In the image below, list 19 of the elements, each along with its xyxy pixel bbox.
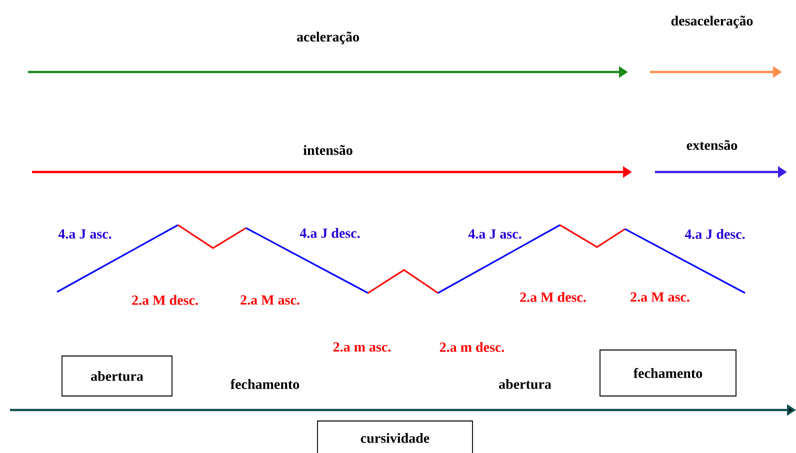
text-label: abertura xyxy=(499,379,552,389)
text-label: desaceleração xyxy=(671,16,753,28)
text-label: 2.a M desc. xyxy=(132,295,198,305)
text-label: 4.a J desc. xyxy=(300,228,360,238)
text-label: intensão xyxy=(303,145,352,155)
text-label: 4.a J asc. xyxy=(468,229,522,239)
text-label: fechamento xyxy=(230,379,300,389)
text-label: 2.a m desc. xyxy=(440,342,504,352)
text-label: 2.a M desc. xyxy=(520,292,586,302)
text-box: abertura xyxy=(62,356,172,396)
text-label: 2.a M asc. xyxy=(240,295,300,305)
text-label: 2.a m asc. xyxy=(333,342,391,352)
text-label: 2.a M asc. xyxy=(630,292,690,302)
text-label: extensão xyxy=(686,140,738,150)
text-label: 4.a J asc. xyxy=(58,229,112,239)
text-box: fechamento xyxy=(600,350,736,396)
text-label: aceleração xyxy=(296,32,359,44)
text-box: cursividade xyxy=(317,420,473,453)
text-label: 4.a J desc. xyxy=(684,229,745,239)
